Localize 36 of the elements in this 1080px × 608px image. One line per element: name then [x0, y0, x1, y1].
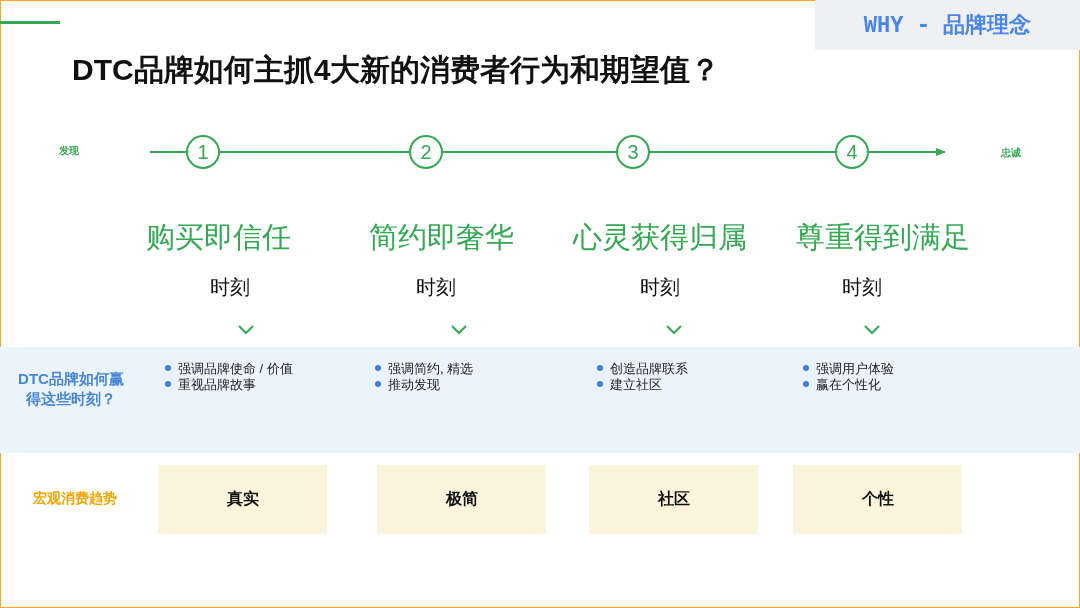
bullet-text: 创造品牌联系 — [597, 360, 688, 378]
slide-title: DTC品牌如何主抓4大新的消费者行为和期望值？ — [72, 52, 721, 88]
bullet-text: 强调品牌使命 / 价值 — [165, 360, 293, 378]
connector-line — [649, 151, 836, 153]
bullet-text: 强调简约, 精选 — [375, 360, 474, 378]
moment-subheading: 时刻 — [209, 275, 251, 300]
step-circle: 4 — [835, 135, 869, 169]
moment-heading: 简约即奢华 — [367, 220, 515, 255]
row-label: 宏观消费趋势 — [32, 490, 118, 508]
moment-heading: 购买即信任 — [144, 220, 292, 255]
moment-subheading: 时刻 — [639, 275, 681, 300]
connector-line — [149, 151, 187, 153]
stage-label: 忠诚 — [999, 146, 1022, 160]
bullet-text: 建立社区 — [597, 376, 662, 394]
trend-box: 真实 — [158, 465, 327, 534]
moment-subheading: 时刻 — [415, 275, 457, 300]
stage-label: 发现 — [58, 144, 80, 158]
band-panel — [0, 347, 1080, 453]
bullet-text: 赢在个性化 — [803, 376, 881, 394]
moment-subheading: 时刻 — [841, 275, 883, 300]
moment-heading: 尊重得到满足 — [795, 220, 971, 255]
bullet-text: 强调用户体验 — [803, 360, 894, 378]
bullet-text: 重视品牌故事 — [165, 376, 256, 394]
moment-heading: 心灵获得归属 — [571, 220, 748, 255]
band-heading: DTC品牌如何赢得这些时刻？ — [17, 369, 125, 409]
step-circle: 1 — [186, 135, 220, 169]
bullet-text: 推动发现 — [375, 376, 440, 394]
trend-box: 个性 — [793, 465, 962, 534]
arrow — [868, 148, 946, 156]
connector-line — [442, 151, 617, 153]
connector-line — [219, 151, 410, 153]
step-circle: 3 — [616, 135, 650, 169]
step-circle: 2 — [409, 135, 443, 169]
trend-box: 极简 — [377, 465, 546, 534]
trend-box: 社区 — [589, 465, 758, 534]
section-tag: WHY - 品牌理念 — [815, 0, 1080, 50]
